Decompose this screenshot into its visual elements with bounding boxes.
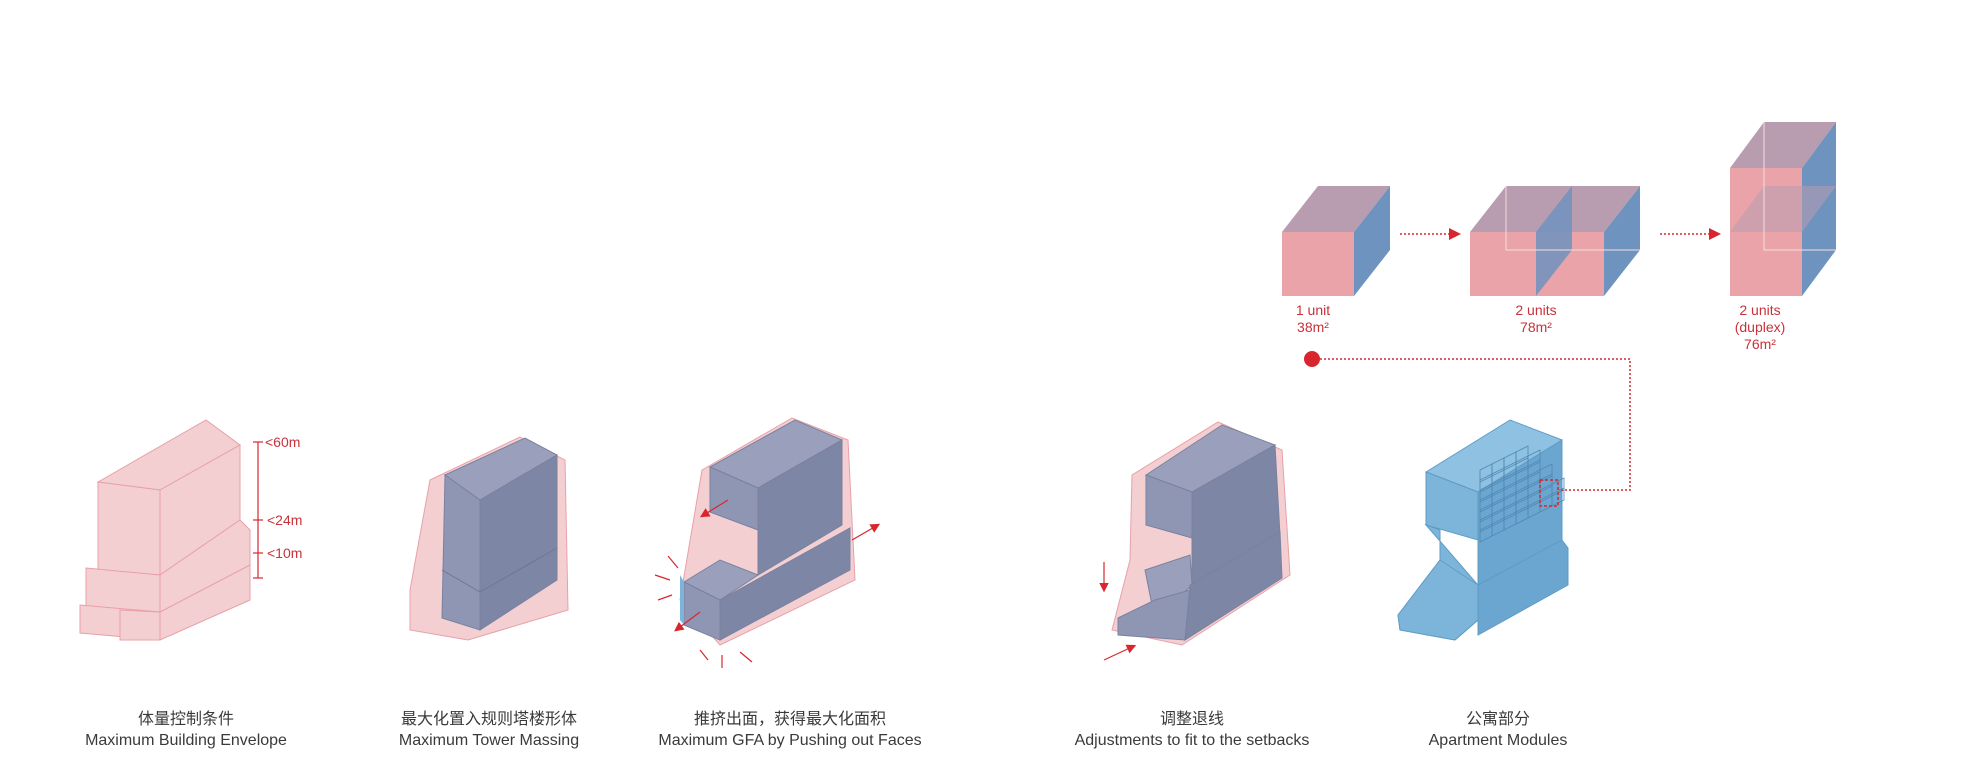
- unit-cube-2: [1470, 186, 1640, 296]
- module-cell: [1515, 445, 1529, 465]
- connector-line: [1320, 358, 1631, 491]
- caption-step-1: 体量控制条件 Maximum Building Envelope: [6, 708, 366, 752]
- caption-step-5-en: Apartment Modules: [1428, 732, 1568, 749]
- push-arrows: [654, 499, 881, 668]
- unit-label-2: 2 units 78m²: [1476, 302, 1596, 336]
- caption-step-3-zh: 推挤出面，获得最大化面积: [693, 709, 886, 728]
- caption-step-3-en: Maximum GFA by Pushing out Faces: [658, 732, 922, 749]
- module-cell: [1551, 477, 1565, 497]
- unit-label-2-line2: 78m²: [1520, 319, 1552, 335]
- caption-step-2: 最大化置入规则塔楼形体 Maximum Tower Massing: [309, 708, 669, 752]
- building-envelope: [79, 419, 251, 641]
- setback-arrows: [1099, 562, 1137, 661]
- highlight-module: [1539, 479, 1559, 507]
- module-cell: [1527, 459, 1541, 479]
- caption-step-1-zh: 体量控制条件: [137, 709, 234, 728]
- unit-label-3-line3: 76m²: [1744, 336, 1776, 352]
- module-cell: [1539, 463, 1553, 483]
- dimension-label-low: <10m: [267, 545, 303, 561]
- apartment-modules: [1397, 419, 1569, 641]
- caption-step-4-zh: 调整退线: [1159, 709, 1224, 728]
- pushed-faces-massing: [679, 417, 856, 646]
- dimension-label-top: <60m: [265, 434, 301, 450]
- tower-massing: [409, 436, 569, 641]
- envelope-dimension-line: [253, 441, 263, 579]
- caption-step-5: 公寓部分 Apartment Modules: [1318, 708, 1678, 752]
- caption-step-2-en: Maximum Tower Massing: [398, 732, 580, 749]
- module-cell: [1527, 449, 1541, 469]
- module-cell: [1551, 487, 1565, 507]
- unit-label-1-line1: 1 unit: [1295, 302, 1331, 318]
- unit-label-2-line1: 2 units: [1515, 302, 1557, 318]
- dimension-label-mid: <24m: [267, 512, 303, 528]
- unit-label-3: 2 units (duplex) 76m²: [1700, 302, 1820, 353]
- caption-step-2-zh: 最大化置入规则塔楼形体: [400, 709, 577, 728]
- caption-step-5-zh: 公寓部分: [1465, 709, 1530, 728]
- caption-step-1-en: Maximum Building Envelope: [85, 732, 287, 749]
- module-grid: [1479, 445, 1565, 543]
- connector-dot: [1304, 351, 1320, 367]
- caption-step-3: 推挤出面，获得最大化面积 Maximum GFA by Pushing out …: [610, 708, 970, 752]
- unit-label-3-line1: 2 units: [1739, 302, 1781, 318]
- setback-massing: [1111, 421, 1291, 646]
- caption-step-4-en: Adjustments to fit to the setbacks: [1074, 732, 1310, 749]
- unit-label-1-line2: 38m²: [1297, 319, 1329, 335]
- unit-label-3-line2: (duplex): [1734, 319, 1786, 335]
- unit-label-1: 1 unit 38m²: [1253, 302, 1373, 336]
- unit-cube-1: [1282, 186, 1390, 296]
- caption-step-4: 调整退线 Adjustments to fit to the setbacks: [1012, 708, 1372, 752]
- unit-cube-duplex: [1730, 122, 1836, 296]
